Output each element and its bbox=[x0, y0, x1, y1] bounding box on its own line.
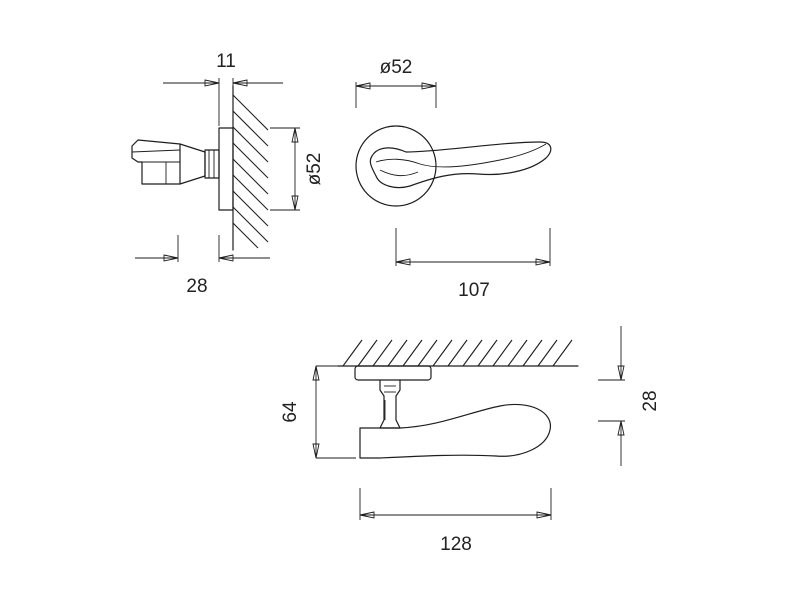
rose-plate-top bbox=[354, 365, 432, 381]
dim-rose-diameter-front: ø52 bbox=[380, 57, 413, 78]
rose-circle bbox=[355, 125, 437, 207]
wall-hatching-top bbox=[342, 339, 573, 367]
top-view: 64 28 128 bbox=[280, 326, 661, 555]
lever-top bbox=[359, 403, 551, 459]
side-view: 11 ø52 28 bbox=[131, 51, 325, 297]
front-view: ø52 107 bbox=[355, 57, 552, 301]
wall-hatching-side bbox=[232, 94, 269, 249]
dim-rose-diameter-side: ø52 bbox=[304, 153, 325, 186]
dim-projection: 28 bbox=[186, 276, 207, 297]
rose-plate-side bbox=[218, 127, 234, 211]
dim-grip-height: 28 bbox=[640, 390, 661, 411]
dim-rose-thickness: 11 bbox=[216, 51, 236, 72]
dim-lever-height: 64 bbox=[280, 401, 301, 423]
lever-front bbox=[369, 141, 552, 189]
dim-total-length: 128 bbox=[440, 534, 472, 555]
dim-lever-length: 107 bbox=[458, 280, 490, 301]
neck-side bbox=[204, 149, 220, 179]
